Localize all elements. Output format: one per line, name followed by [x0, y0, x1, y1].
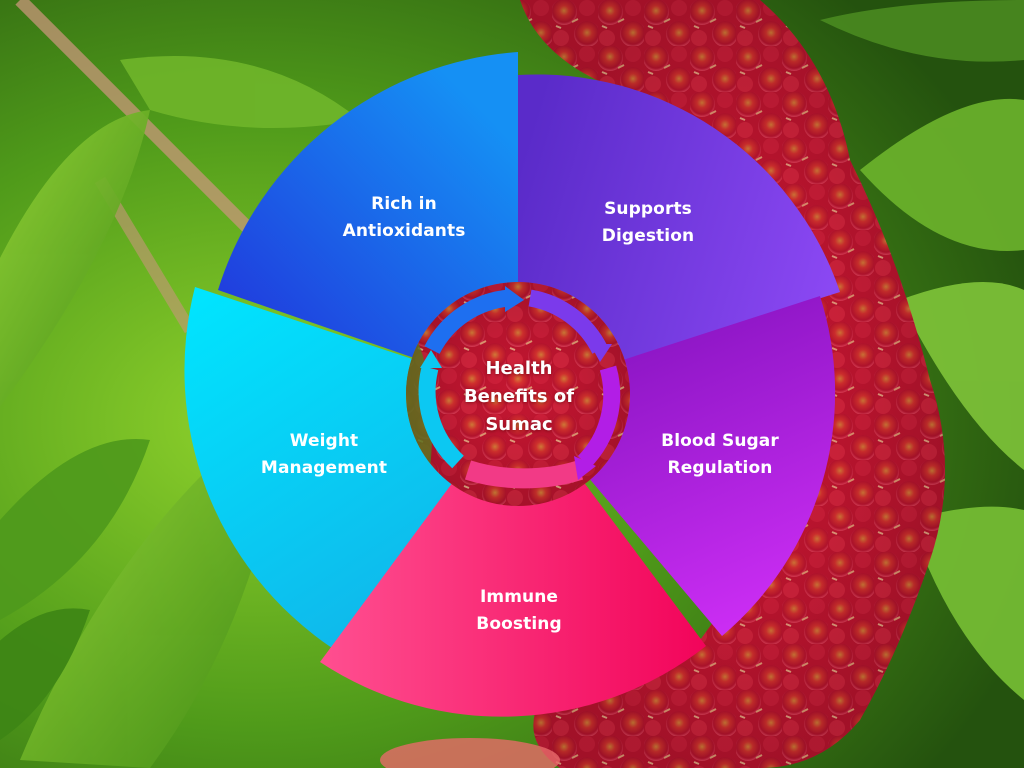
label-line: Rich in [371, 194, 437, 214]
purple-arrow-icon [528, 289, 608, 354]
label-line: Weight [289, 431, 359, 451]
violet-arrow-icon [577, 365, 621, 468]
arrowhead-icon [505, 286, 524, 312]
label-line: Immune [479, 587, 559, 607]
label-blood-sugar: Blood Sugar Regulation [661, 428, 779, 482]
arrowhead-icon [590, 344, 612, 362]
label-antioxidants: Rich in Antioxidants [343, 191, 466, 245]
segment-immune[interactable] [320, 394, 706, 717]
cyan-arrow-icon [418, 365, 464, 469]
segment-antioxidants[interactable] [218, 52, 518, 394]
label-line: Antioxidants [342, 221, 466, 241]
segment-digestion[interactable] [518, 74, 840, 394]
diagram-title: Health Benefits of Sumac [449, 355, 589, 439]
title-line: Health [485, 358, 553, 379]
sumac-fruit-cluster [380, 0, 945, 768]
label-immune: Immune Boosting [476, 584, 561, 638]
label-line: Management [260, 458, 388, 478]
label-line: Digestion [601, 226, 695, 246]
blue-arrow-icon [424, 289, 511, 355]
label-line: Boosting [476, 614, 562, 634]
cycle-arrows [418, 289, 621, 489]
benefits-wheel [184, 52, 840, 717]
title-line: Sumac [485, 414, 553, 435]
arrowhead-icon [420, 350, 442, 368]
label-line: Blood Sugar [661, 431, 779, 451]
center-hub [406, 282, 630, 506]
pink-arrow-icon [464, 460, 584, 489]
label-line: Supports [604, 199, 692, 219]
arrowhead-icon [574, 456, 596, 480]
title-line: Benefits of [463, 386, 575, 407]
leaf-icon [820, 0, 1024, 700]
label-weight: Weight Management [261, 428, 387, 482]
label-line: Regulation [667, 458, 773, 478]
label-digestion: Supports Digestion [602, 196, 694, 250]
